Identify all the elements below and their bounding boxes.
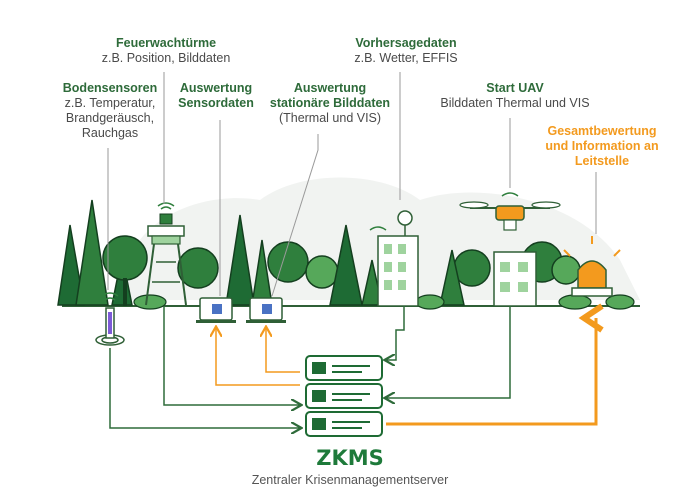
zkms-title: ZKMS [316, 446, 384, 470]
zkms-subtitle: Zentraler Krisenmanagementserver [251, 473, 449, 487]
warning-light [563, 236, 621, 297]
orange-data-arrows [216, 328, 300, 386]
server-unit [305, 411, 383, 437]
fire-watchtower [145, 202, 187, 306]
label-start-uav: Start UAV Bilddaten Thermal und VIS [440, 81, 590, 110]
alert-arrow [386, 303, 604, 426]
label-auswertung-sensordaten: Auswertung Sensordaten [178, 81, 254, 110]
server-unit [305, 383, 383, 409]
label-feuerwachtuerme: Feuerwachtürme z.B. Position, Bilddaten [101, 36, 231, 65]
laptop-image [246, 297, 286, 323]
label-bodensensoren: Bodensensoren z.B. Temperatur, Brandgerä… [62, 81, 158, 140]
leader-lines [107, 72, 597, 297]
uav-drone [459, 192, 561, 231]
label-gesamtbewertung: Gesamtbewertung und Information an Leits… [545, 124, 659, 168]
label-auswertung-bilddaten: Auswertung stationäre Bilddaten (Thermal… [269, 81, 391, 125]
green-data-arrows [109, 306, 511, 428]
uav-base-building [493, 251, 537, 307]
label-vorhersagedaten: Vorhersagedaten z.B. Wetter, EFFIS [354, 36, 458, 65]
pine-trees-middle [225, 214, 465, 306]
server-unit [305, 355, 383, 381]
weather-station [369, 210, 419, 307]
laptop-sensor [196, 297, 236, 323]
zkms-server-stack [305, 355, 383, 437]
ground-sensor [95, 292, 125, 346]
